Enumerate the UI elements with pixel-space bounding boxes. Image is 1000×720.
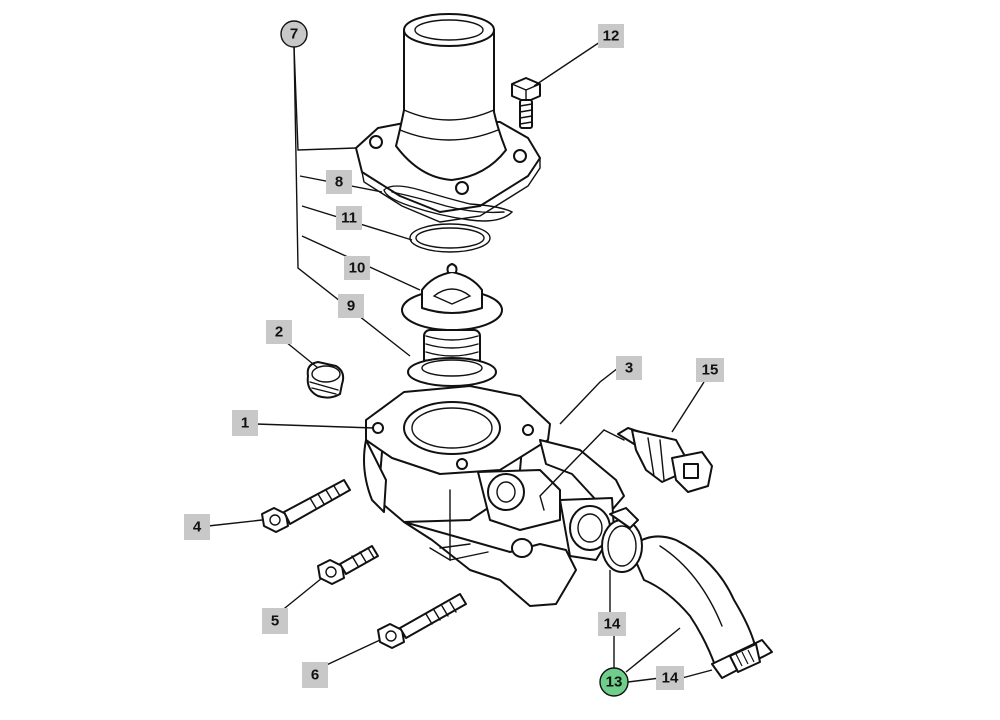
svg-text:15: 15 (702, 362, 719, 379)
assembly-guides (429, 429, 625, 562)
part-7-thermostat-cover (355, 13, 541, 223)
part-8-gasket (383, 185, 514, 222)
callout-7: 7 (280, 20, 308, 48)
svg-text:14: 14 (604, 616, 621, 633)
callout-13: 13 (599, 667, 629, 697)
svg-text:10: 10 (349, 260, 366, 277)
callout-11: 11 (336, 206, 362, 230)
part-6-bolt (377, 593, 467, 649)
part-11-o-ring (409, 223, 491, 253)
callout-14-lower: 14 (656, 666, 684, 690)
callout-9: 9 (338, 294, 364, 318)
part-1-housing (363, 385, 625, 607)
svg-text:13: 13 (606, 674, 623, 691)
callout-8: 8 (326, 170, 352, 194)
svg-text:3: 3 (625, 360, 633, 377)
svg-text:11: 11 (341, 210, 357, 227)
part-12-bolt (511, 77, 541, 129)
callout-12: 12 (598, 24, 624, 48)
callout-3: 3 (616, 356, 642, 380)
svg-text:2: 2 (275, 324, 283, 341)
callout-10: 10 (344, 256, 370, 280)
callout-5: 5 (262, 608, 288, 634)
part-14-clip-upper (601, 507, 643, 573)
leader-lines (207, 41, 713, 683)
callout-14-upper: 14 (598, 612, 626, 636)
svg-text:12: 12 (603, 28, 620, 45)
svg-text:14: 14 (662, 670, 679, 687)
svg-text:5: 5 (271, 613, 279, 630)
svg-text:4: 4 (193, 519, 202, 536)
part-4-bolt (261, 479, 351, 533)
svg-text:6: 6 (311, 667, 319, 684)
svg-text:7: 7 (290, 26, 298, 43)
svg-text:9: 9 (347, 298, 355, 315)
part-13-hose (629, 535, 757, 669)
part-5-bolt (317, 545, 379, 585)
part-2-plug (306, 361, 345, 399)
svg-text:1: 1 (241, 415, 249, 432)
part-14-clip-lower (711, 639, 773, 679)
svg-text:8: 8 (335, 174, 343, 191)
callout-2: 2 (266, 320, 292, 344)
callout-6: 6 (302, 662, 328, 688)
part-15-sensor (617, 427, 713, 493)
callout-4: 4 (184, 514, 210, 540)
part-10-thermostat (401, 263, 503, 387)
callout-1: 1 (232, 410, 258, 436)
callout-15: 15 (696, 358, 724, 382)
